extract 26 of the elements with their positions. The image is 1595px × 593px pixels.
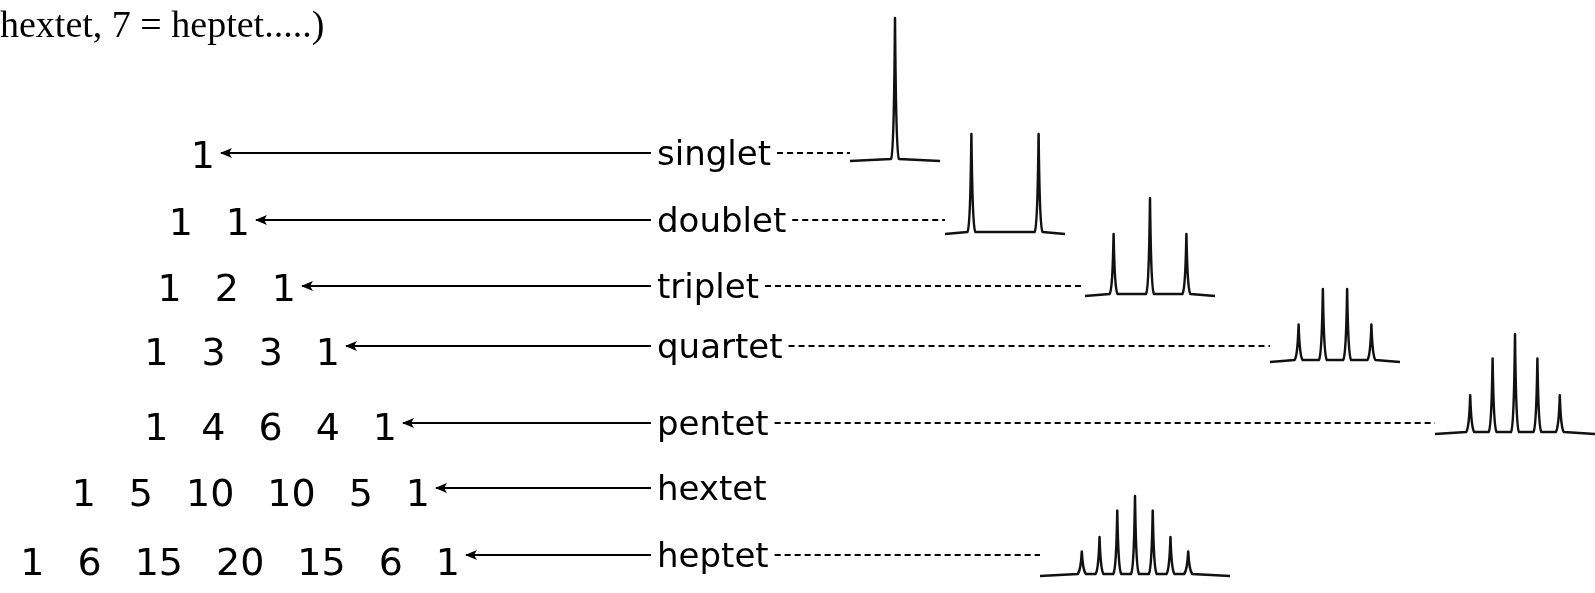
- arrow: [402, 418, 652, 428]
- multiplicity-label: heptet: [657, 538, 769, 572]
- multiplicity-label: pentet: [657, 406, 769, 440]
- arrow: [345, 341, 652, 351]
- arrow: [220, 148, 652, 158]
- coefficient-row: 1 3 3 1: [144, 333, 340, 371]
- coefficient-row: 1 1: [168, 203, 250, 241]
- arrow: [435, 483, 652, 493]
- arrow: [465, 550, 652, 560]
- leader-line: [787, 345, 1271, 347]
- multiplicity-label: hextet: [657, 471, 767, 505]
- leader-line: [791, 219, 946, 221]
- coefficient-row: 1 6 15 20 15 6 1: [20, 543, 460, 581]
- coefficient-row: 1 2 1: [157, 269, 296, 307]
- coefficient-row: 1 5 10 10 5 1: [71, 474, 430, 512]
- coefficient-row: 1 4 6 4 1: [144, 408, 397, 446]
- multiplicity-label: doublet: [657, 203, 787, 237]
- multiplicity-label: triplet: [657, 269, 760, 303]
- leader-line: [773, 554, 1041, 556]
- leader-line: [776, 152, 851, 154]
- multiplicity-label: singlet: [657, 136, 771, 170]
- multiplicity-label: quartet: [657, 329, 783, 363]
- arrow: [255, 215, 652, 225]
- note-text: hextet, 7 = heptet.....): [0, 2, 325, 46]
- coefficient-row: 1: [190, 136, 215, 174]
- arrow: [301, 281, 652, 291]
